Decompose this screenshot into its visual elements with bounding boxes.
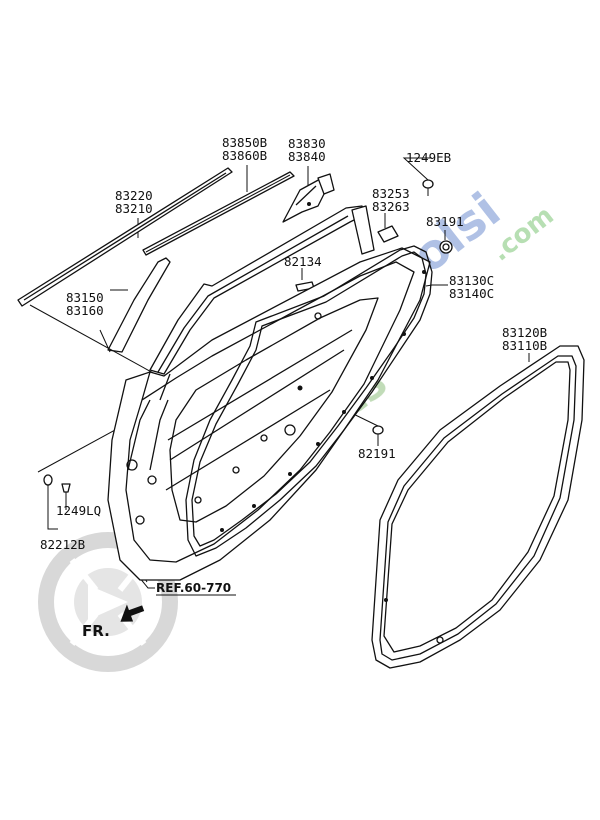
label-82212b: 82212B — [40, 537, 85, 552]
label-83850b: 83850B — [222, 135, 267, 150]
label-83830: 83830 — [288, 136, 326, 151]
label-83150: 83150 — [66, 290, 104, 305]
label-83160: 83160 — [66, 303, 104, 318]
label-83140c: 83140C — [449, 286, 494, 301]
label-83220: 83220 — [115, 188, 153, 203]
window-moulding-83210 — [17, 167, 233, 307]
clip-83263 — [377, 225, 399, 243]
fasteners-82212b — [43, 474, 71, 493]
body-weatherstrip-83110b — [371, 345, 585, 669]
label-83263: 83263 — [372, 199, 410, 214]
label-1249lq: 1249LQ — [56, 503, 101, 518]
delta-moulding-83840 — [282, 173, 335, 223]
door-frame — [107, 205, 433, 581]
label-83860b: 83860B — [222, 148, 267, 163]
label-fr: FR. — [82, 622, 110, 640]
plug-83191 — [439, 240, 453, 254]
label-83840: 83840 — [288, 149, 326, 164]
fastener-1249eb — [422, 179, 434, 196]
plug-82191 — [372, 425, 384, 435]
label-83120b: 83120B — [502, 325, 547, 340]
label-83110b: 83110B — [502, 338, 547, 353]
front-arrow-icon — [120, 604, 145, 622]
watermark-logo-icon — [38, 532, 178, 672]
label-1249eb: 1249EB — [406, 150, 451, 165]
belt-weatherstrip-83860 — [142, 171, 295, 256]
label-83253: 83253 — [372, 186, 410, 201]
label-ref: REF.60-770 — [156, 581, 231, 595]
label-83130c: 83130C — [449, 273, 494, 288]
label-83191: 83191 — [426, 214, 464, 229]
label-82191: 82191 — [358, 446, 396, 461]
label-83210: 83210 — [115, 201, 153, 216]
label-82134: 82134 — [284, 254, 322, 269]
part-labels: 83850B 83860B 83830 83840 1249EB 83220 8… — [40, 135, 547, 640]
